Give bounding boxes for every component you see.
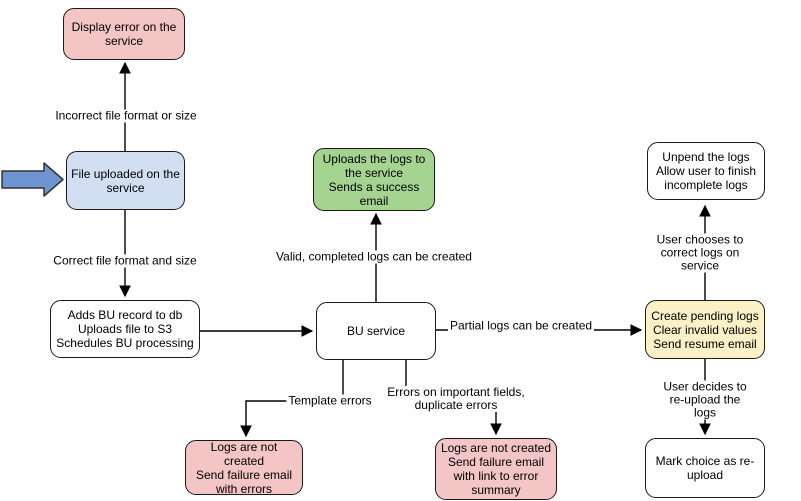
edge-label-incorrect-format: Incorrect file format or size (53, 108, 199, 123)
node-logs-not-created-template: Logs are not created Send failure email … (185, 440, 303, 496)
node-unpend-logs: Unpend the logs Allow user to finish inc… (647, 142, 765, 200)
edge-label-template-errors: Template errors (286, 393, 374, 408)
node-logs-not-created-fields: Logs are not created Send failure email … (435, 438, 557, 500)
node-uploads-logs-success: Uploads the logs to the service Sends a … (313, 148, 435, 211)
edge-label-correct-format: Correct file format and size (51, 253, 199, 268)
node-display-error: Display error on the service (63, 8, 185, 60)
edge-label-user-corrects: User chooses to correct logs on service (649, 233, 751, 273)
block-arrow-right-icon (1, 162, 64, 197)
node-adds-bu-record: Adds BU record to db Uploads file to S3 … (50, 300, 200, 358)
edge-label-user-reuploads: User decides to re-upload the logs (657, 380, 753, 420)
node-mark-reupload: Mark choice as re- upload (645, 438, 765, 498)
node-file-uploaded: File uploaded on the service (66, 151, 185, 210)
edge-label-partial-logs: Partial logs can be created (447, 318, 595, 333)
edge-label-important-field-errors: Errors on important fields, duplicate er… (385, 385, 527, 412)
edge-label-valid-logs: Valid, completed logs can be created (274, 249, 474, 264)
node-bu-service: BU service (316, 302, 436, 360)
node-create-pending-logs: Create pending logs Clear invalid values… (645, 300, 765, 359)
